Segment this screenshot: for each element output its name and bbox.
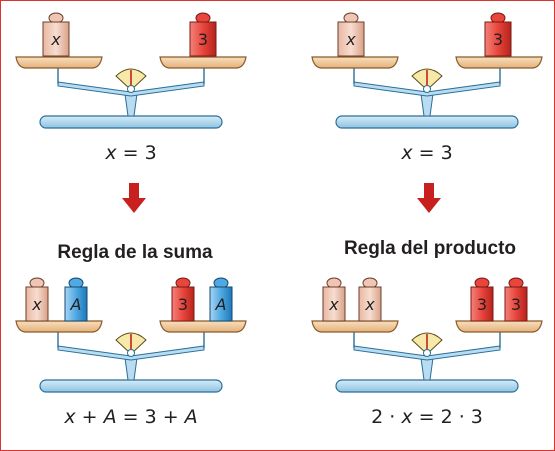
scale-base	[39, 379, 223, 393]
weight-3: 3	[189, 12, 217, 57]
weight-3: 3	[470, 277, 494, 322]
left-pan	[15, 56, 103, 69]
left-pan	[311, 320, 399, 333]
weight-label: 3	[477, 295, 487, 314]
weight-3: 3	[504, 277, 528, 322]
weight-3: 3	[171, 277, 195, 322]
weight-label: x	[31, 295, 42, 314]
weight-label: x	[328, 295, 339, 314]
weight-label: x	[50, 30, 61, 49]
down-arrow-right	[417, 183, 441, 213]
rule-title-product: Regla del producto	[344, 238, 516, 259]
weight-3: 3	[484, 12, 512, 57]
equation-3: x + A = 3 + A	[63, 406, 197, 428]
equation-2: x = 3	[400, 142, 452, 164]
weight-label: 3	[493, 30, 503, 49]
scale-stand	[124, 93, 138, 117]
down-arrow-left	[122, 183, 146, 213]
weight-x: x	[42, 12, 70, 57]
weight-label: x	[364, 295, 375, 314]
weight-x: x	[337, 12, 365, 57]
rule-title-sum: Regla de la suma	[57, 242, 213, 263]
scale-stand	[420, 357, 434, 381]
scale-base	[335, 379, 519, 393]
weight-x: x	[322, 277, 346, 322]
weight-a: A	[209, 277, 233, 322]
scale-dial	[115, 68, 147, 93]
balance-scale-2: x 3	[311, 12, 543, 129]
balance-scale-1: x 3	[15, 12, 247, 129]
balance-scale-4: x x 3 3	[311, 277, 543, 393]
weight-label: x	[345, 30, 356, 49]
scale-dial	[411, 68, 443, 93]
right-pan	[455, 320, 543, 333]
right-pan	[159, 56, 247, 69]
scale-base	[39, 115, 223, 129]
weight-label: 3	[198, 30, 208, 49]
scale-stand	[124, 357, 138, 381]
left-pan	[311, 56, 399, 69]
left-pan	[15, 320, 103, 333]
weight-x: x	[358, 277, 382, 322]
right-pan	[159, 320, 247, 333]
equation-4: 2 · x = 2 · 3	[371, 406, 483, 428]
right-pan	[455, 56, 543, 69]
weight-label: 3	[178, 295, 188, 314]
scale-dial	[411, 332, 443, 357]
weight-a: A	[64, 277, 88, 322]
equation-1: x = 3	[104, 142, 156, 164]
scale-dial	[115, 332, 147, 357]
scale-stand	[420, 93, 434, 117]
weight-label: 3	[511, 295, 521, 314]
balance-scale-3: x A 3 A	[15, 277, 247, 393]
scale-base	[335, 115, 519, 129]
weight-x: x	[25, 277, 49, 322]
weight-label: A	[215, 295, 227, 314]
weight-label: A	[70, 295, 82, 314]
